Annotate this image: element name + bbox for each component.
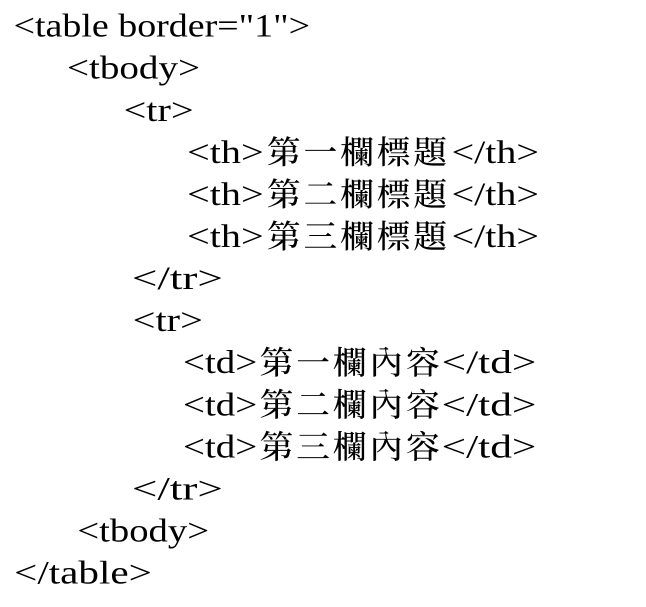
svg-text:</tr>: </tr> <box>132 261 223 297</box>
svg-text:</td>: </td> <box>442 345 537 381</box>
svg-text:<tr>: <tr> <box>133 303 203 339</box>
svg-text:</th>: </th> <box>452 135 539 171</box>
svg-text:<tr>: <tr> <box>124 93 194 129</box>
svg-text:<tbody>: <tbody> <box>67 51 200 87</box>
svg-text:</td>: </td> <box>442 429 537 465</box>
svg-text:<td>: <td> <box>183 345 257 381</box>
svg-text:</th>: </th> <box>452 177 539 213</box>
svg-text:<th>: <th> <box>187 135 263 171</box>
svg-text:<table border="1">: <table border="1"> <box>14 9 310 45</box>
svg-text:<tbody>: <tbody> <box>77 514 209 550</box>
svg-text:</tr>: </tr> <box>132 472 223 508</box>
svg-text:<th>: <th> <box>187 177 263 213</box>
svg-text:<td>: <td> <box>183 387 257 423</box>
svg-text:</table>: </table> <box>14 556 152 592</box>
svg-text:<td>: <td> <box>183 429 257 465</box>
svg-text:</td>: </td> <box>442 387 537 423</box>
svg-text:<th>: <th> <box>187 219 263 255</box>
svg-text:</th>: </th> <box>452 219 539 255</box>
